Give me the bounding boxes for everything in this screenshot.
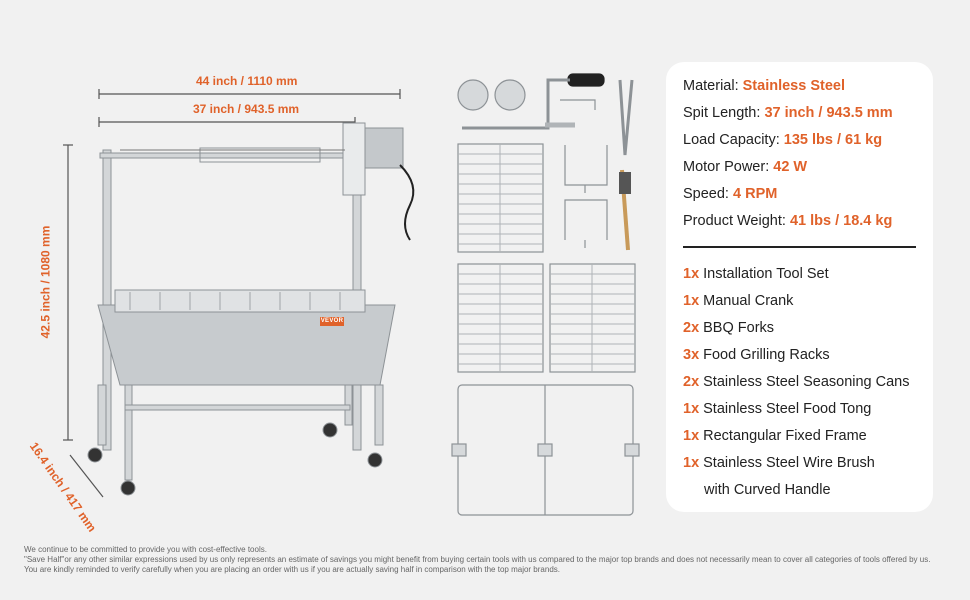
- rotisserie-grill: [87, 122, 415, 496]
- spec-card: Material: Stainless Steel Spit Length: 3…: [666, 62, 933, 512]
- brand-logo: VEVOR: [320, 317, 344, 326]
- accessories: [451, 73, 640, 516]
- disclaimer-line: "Save Half"or any other similar expressi…: [24, 555, 931, 564]
- spec-motor-power: Motor Power: 42 W: [683, 159, 808, 175]
- disclaimer-line: We continue to be committed to provide y…: [24, 545, 267, 554]
- spec-speed: Speed: 4 RPM: [683, 186, 778, 202]
- dimension-lines: [63, 89, 401, 498]
- spec-spit-length: Spit Length: 37 inch / 943.5 mm: [683, 105, 893, 121]
- spec-load-capacity: Load Capacity: 135 lbs / 61 kg: [683, 132, 883, 148]
- overall-width-label: 44 inch / 1110 mm: [196, 74, 298, 88]
- disclaimer: We continue to be committed to provide y…: [24, 545, 959, 575]
- disclaimer-line: You are kindly reminded to verify carefu…: [24, 565, 560, 574]
- divider: [683, 246, 916, 248]
- package-item-continued: with Curved Handle: [704, 482, 831, 498]
- spit-length-label: 37 inch / 943.5 mm: [193, 102, 300, 116]
- height-label: 42.5 inch / 1080 mm: [38, 225, 53, 339]
- spec-material: Material: Stainless Steel: [683, 78, 845, 94]
- spec-weight: Product Weight: 41 lbs / 18.4 kg: [683, 213, 893, 229]
